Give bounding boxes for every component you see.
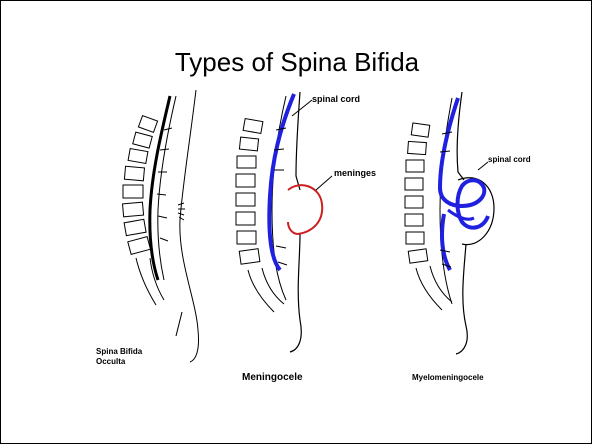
label-spinal-cord-3: spinal cord [488,155,531,164]
caption-myelomeningocele: Myelomeningocele [412,373,484,382]
caption-meningocele: Meningocele [242,372,303,383]
meninges-sac [288,185,322,234]
figure-meningocele: spinal cord meninges Meningocele [236,92,376,383]
label-meninges: meninges [334,168,376,178]
figure-myelomeningocele: spinal cord Myelomeningocele [405,92,531,382]
figure-occulta: Spina Bifida Occulta [96,90,199,366]
label-spinal-cord-2: spinal cord [312,94,360,104]
spinal-cord-myelomeningocele [440,98,488,228]
caption-occulta-line1: Spina Bifida [96,347,143,356]
caption-occulta-line2: Occulta [96,357,126,366]
